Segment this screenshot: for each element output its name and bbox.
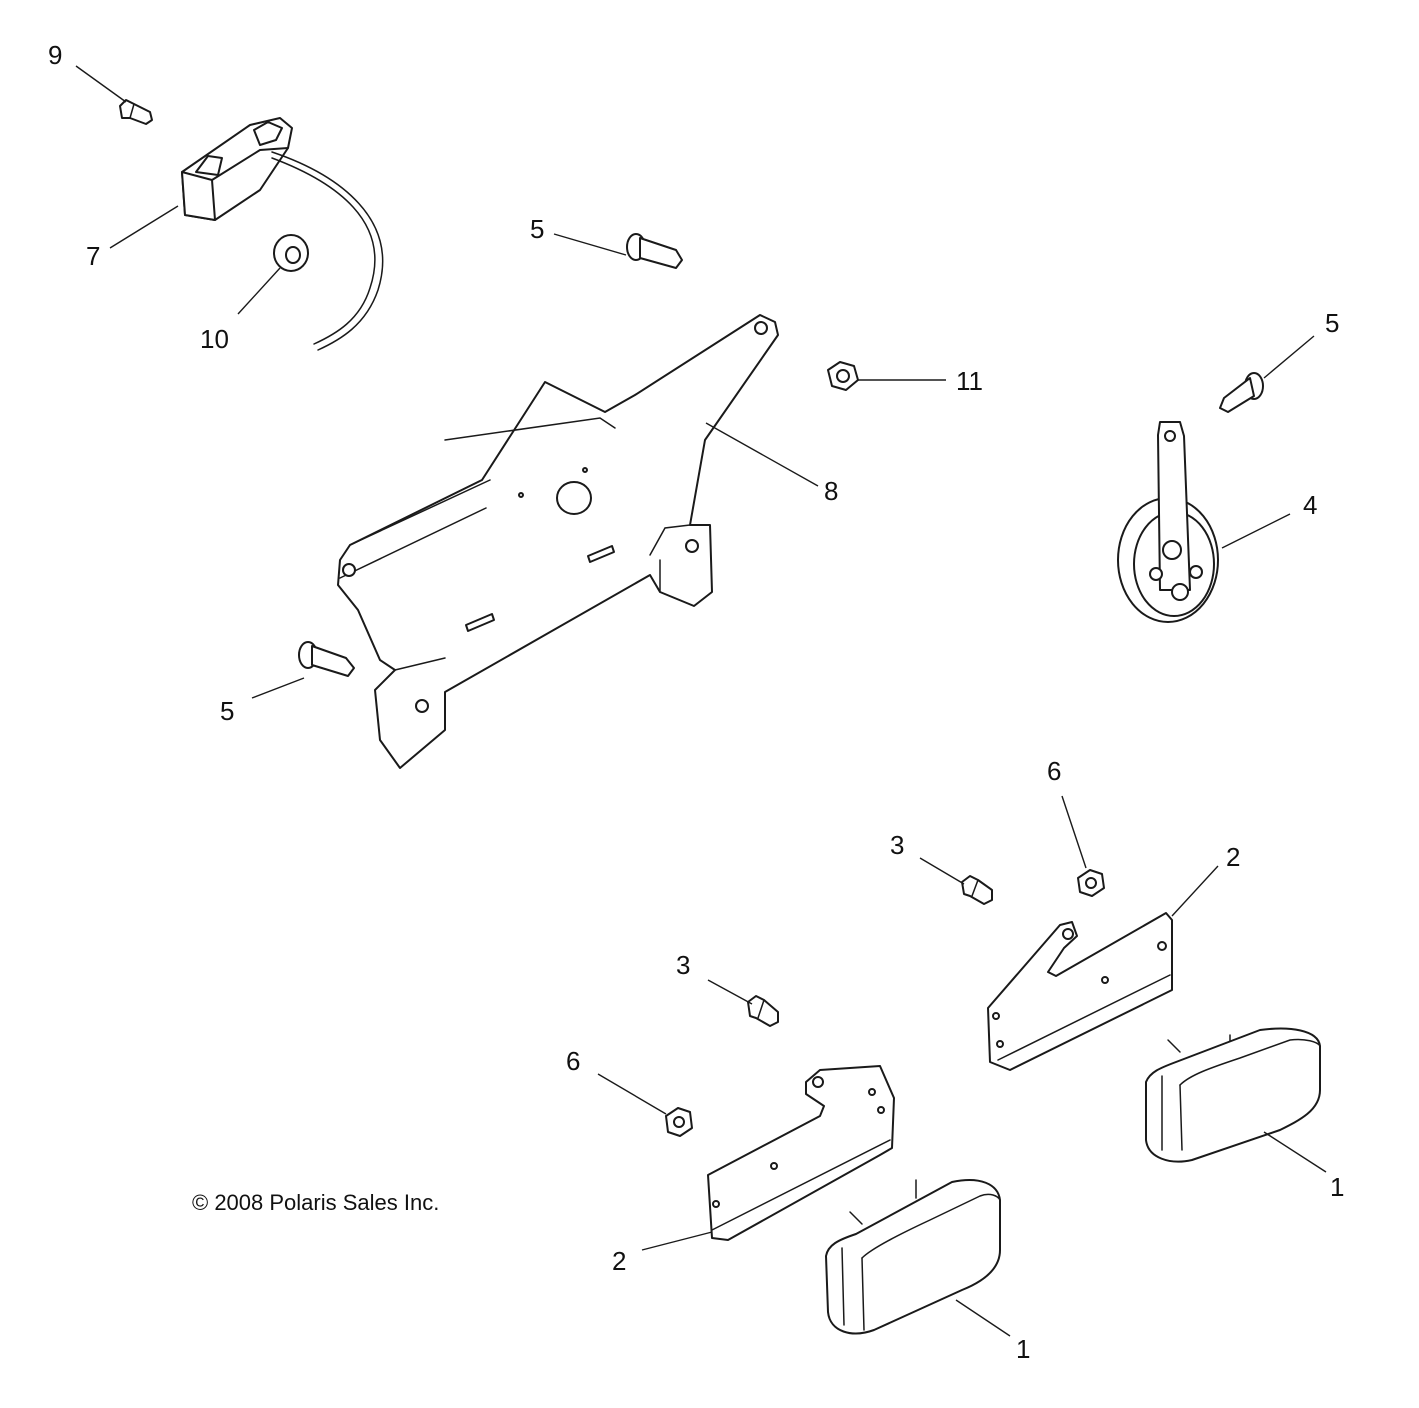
callout-3-lower: 3 [676, 950, 690, 980]
washer-10 [273, 234, 309, 272]
bracket-8 [337, 314, 779, 769]
screw-3-upper [961, 875, 993, 905]
callout-7: 7 [86, 241, 100, 271]
light-1-lower [825, 1179, 1001, 1335]
module-7 [181, 117, 384, 351]
callout-5-lower: 5 [220, 696, 234, 726]
screw-9 [119, 99, 153, 125]
callout-4: 4 [1303, 490, 1317, 520]
horn-4 [1117, 421, 1219, 623]
copyright-text: © 2008 Polaris Sales Inc. [192, 1190, 439, 1215]
callout-10: 10 [200, 324, 229, 354]
callout-5-right: 5 [1325, 308, 1339, 338]
bolt-5-right [1219, 372, 1264, 413]
callout-5-upper: 5 [530, 214, 544, 244]
plate-2-lower [707, 1065, 895, 1241]
bolt-5-lower [298, 641, 355, 677]
callout-1-right: 1 [1330, 1172, 1344, 1202]
nut-6-upper [1077, 869, 1105, 897]
callout-2-upper: 2 [1226, 842, 1240, 872]
callout-11: 11 [956, 366, 983, 396]
callout-2-lower: 2 [612, 1246, 626, 1276]
nut-11 [827, 361, 859, 391]
callout-9: 9 [48, 40, 62, 70]
callout-3-upper: 3 [890, 830, 904, 860]
callout-6-lower: 6 [566, 1046, 580, 1076]
callout-labels: 9 7 10 5 11 8 5 4 5 6 3 2 3 6 2 1 1 [48, 40, 1344, 1364]
plate-2-upper [987, 912, 1173, 1071]
leader-lines [75, 65, 1327, 1337]
screw-3-lower [747, 995, 779, 1027]
nut-6-lower [665, 1107, 693, 1137]
callout-1-lower: 1 [1016, 1334, 1030, 1364]
callout-6-upper: 6 [1047, 756, 1061, 786]
light-1-right [1145, 1027, 1321, 1163]
callout-8: 8 [824, 476, 838, 506]
bolt-5-upper [626, 233, 683, 269]
